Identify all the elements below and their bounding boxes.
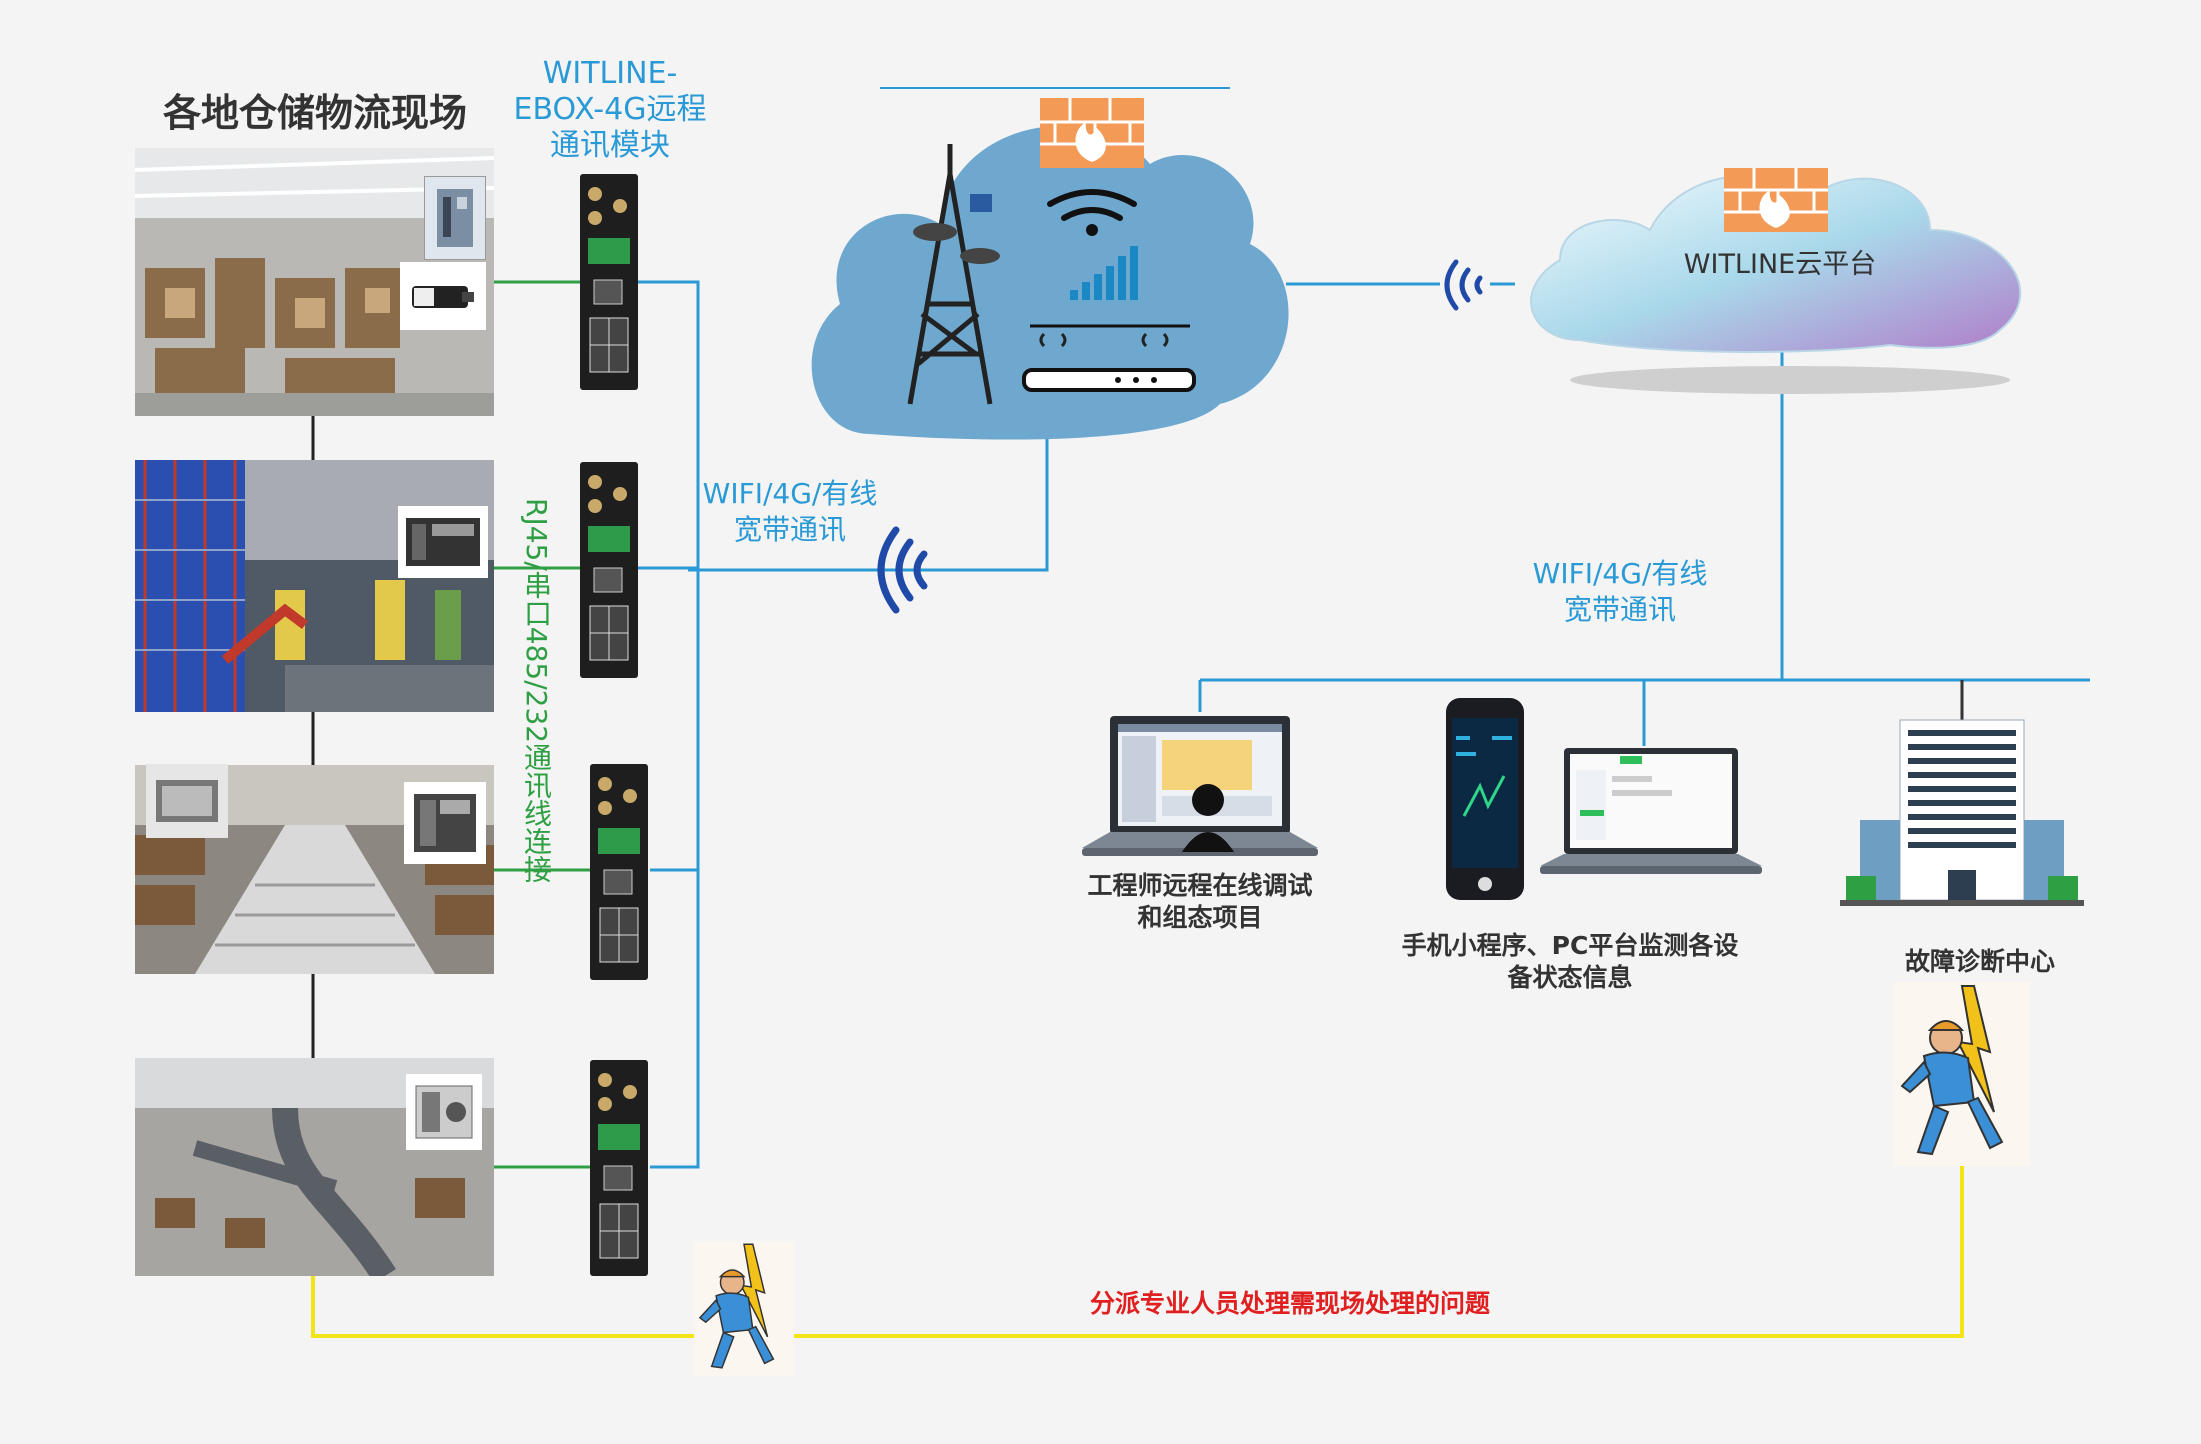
dispatch-caption: 分派专业人员处理需现场处理的问题	[1089, 1289, 1490, 1318]
iot-gateway-icon	[580, 462, 638, 678]
repairman-icon	[694, 1241, 794, 1377]
camera-icon	[400, 262, 486, 330]
wiring-label: RJ45/串口485/232通讯线连接	[520, 498, 553, 884]
laptop-icon	[1540, 748, 1762, 874]
caption-line: 手机小程序、PC平台监测各设	[1401, 931, 1739, 960]
network-label-line: 宽带通讯	[1563, 593, 1676, 626]
iot-gateway-icon	[580, 174, 638, 390]
wireless-signal-icon	[1444, 259, 1483, 311]
network-cloud	[811, 87, 1289, 440]
wifi-router-icon	[1022, 324, 1196, 392]
iot-gateway-icon	[590, 1060, 648, 1276]
module-label-line: WITLINE-	[542, 56, 678, 91]
network-label-left: WIFI/4G/有线 宽带通讯	[690, 476, 890, 548]
engineer-avatar-icon	[1182, 784, 1234, 852]
repairman-icon	[1894, 982, 2030, 1166]
cloud-platform-label: WITLINE云平台	[1683, 249, 1877, 280]
caption-line: 工程师远程在线调试	[1087, 871, 1313, 900]
network-label-line: WIFI/4G/有线	[702, 477, 878, 510]
plc-controller-icon	[398, 506, 488, 578]
firewall-icon	[1040, 98, 1144, 168]
monitor-caption: 手机小程序、PC平台监测各设 备状态信息	[1360, 930, 1780, 994]
hmi-panel-icon	[146, 764, 228, 838]
iot-gateway-icon	[590, 764, 648, 980]
engineer-caption: 工程师远程在线调试 和组态项目	[1060, 870, 1340, 934]
cell-tower-icon	[907, 144, 993, 405]
caption-line: 备状态信息	[1507, 963, 1633, 992]
module-label-line: EBOX-4G远程	[513, 92, 707, 127]
diagnosis-caption: 故障诊断中心	[1904, 947, 2055, 976]
wireless-signal-icon	[877, 526, 928, 614]
network-label-right: WIFI/4G/有线 宽带通讯	[1520, 556, 1720, 628]
wifi-signal-icon	[1047, 189, 1137, 221]
site-title: 各地仓储物流现场	[162, 91, 467, 135]
signal-bars-icon	[1070, 246, 1138, 300]
network-label-line: 宽带通讯	[733, 513, 846, 546]
plc-controller-icon	[404, 782, 486, 864]
office-building-icon	[1840, 680, 2084, 906]
cloud-platform	[1530, 168, 2022, 394]
laptop-icon	[1082, 716, 1318, 856]
module-label-line: 通讯模块	[550, 128, 670, 163]
caption-line: 和组态项目	[1137, 903, 1263, 932]
firewall-icon	[1724, 168, 1828, 232]
servo-drive-icon	[406, 1074, 482, 1150]
warehouse-photo	[135, 460, 494, 712]
smartphone-icon	[1446, 698, 1524, 900]
module-label: WITLINE- EBOX-4G远程 通讯模块	[470, 56, 750, 164]
warehouse-photo	[135, 765, 494, 974]
network-label-line: WIFI/4G/有线	[1532, 557, 1708, 590]
iot-gateway-icon	[424, 176, 486, 260]
